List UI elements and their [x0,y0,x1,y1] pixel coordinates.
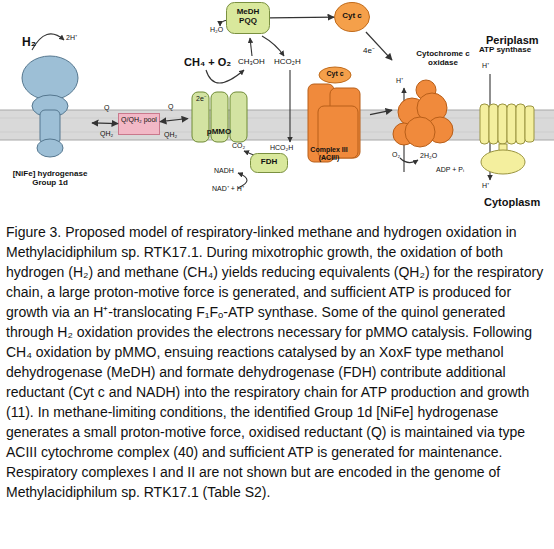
annotation-label: QH₂ [100,130,113,138]
quinone-pool-box: Q/QH₂ pool [118,113,160,135]
node-label: [NiFe] hydrogenase Group 1d [8,170,92,188]
edge-label: 4e⁻ [363,44,375,55]
node-label: FDH [250,158,288,167]
annotation-label: HCO₂H [270,144,293,152]
annotation-label: CO₂ [232,142,245,150]
pmmo-complex: 2e⁻ pMMO [188,86,250,144]
shape-part [230,92,247,142]
membrane-edge [0,110,554,111]
shape-part [335,3,370,32]
shape-part [119,114,160,135]
annotation-label: Q [168,103,173,111]
annotation-label: H⁺ [396,77,403,85]
node-label: Cyt c [315,70,355,78]
electron-flow-arrow [270,17,334,19]
shape-part [227,3,270,34]
annotation-label: H⁺ [482,182,489,190]
reaction-arrow [206,70,244,83]
annotation-label: CH₄ + O₂ [184,56,231,68]
annotation-label: H₂O [210,26,223,34]
node-label: Cytochrome c oxidase [416,50,470,68]
node-label: ATP synthase [474,46,536,55]
annotation-label: 2H₂O [420,152,437,160]
node-label: Q/QH₂ pool [119,116,159,124]
annotation-label: CH₃OH [238,58,265,67]
fdh-enzyme: FDH [250,153,288,173]
annotation-label: Cytoplasm [484,196,540,208]
annotation-label: Periplasm [486,34,539,46]
membrane-texture [0,118,554,119]
annotation-label: H₂ [22,36,36,49]
reaction-arrow [250,38,252,56]
electron-flow-arrow [160,118,188,121]
annotation-label: H⁺ [482,62,489,70]
shape-part [37,139,63,157]
electron-flow-arrow [370,110,392,115]
shape-part [251,154,288,173]
figure-caption: Figure 3. Proposed model of respiratory-… [6,222,548,502]
annotation-label: NADH [214,167,234,175]
node-shape [470,46,536,178]
shape-part [480,104,489,144]
annotation-label: NAD⁺ + H⁺ [212,185,244,193]
medh-enzyme: MeDH PQQ [226,2,270,34]
atp-synthase: ATP synthase [470,46,536,178]
shape-part [489,104,498,144]
shape-part [405,117,435,147]
reaction-arrow [32,34,64,50]
node-label: Cyt c [334,12,370,21]
cytochrome-c-oxidase: Cytochrome c oxidase [392,50,470,154]
annotation-label: 2H⁺ [66,34,77,42]
reaction-arrow [400,158,418,163]
node-sublabel: Complex III (ACIII) [304,146,354,161]
membrane-edge [0,140,554,141]
annotation-label: HCO₂H [274,58,301,67]
node-shape [300,66,370,178]
membrane-band [0,110,554,140]
annotation-label: ADP + Pᵢ [436,166,464,174]
node-label: 2e⁻ [191,95,211,103]
shape-part [22,56,78,100]
hydrogenase-complex: [NiFe] hydrogenase Group 1d [8,48,92,196]
shape-part [516,104,525,144]
annotation-label: QH₂ [164,131,177,139]
shape-part [498,104,507,144]
transport-arrow [289,70,290,142]
membrane-texture [0,132,554,133]
reaction-arrow [262,36,284,56]
shape-part [507,104,516,144]
node-sublabel: pMMO [188,128,250,137]
annotation-label: Q [104,104,109,112]
electron-flow-arrow [92,122,118,124]
annotation-label: O₂ [392,151,400,159]
cytochrome-c-carrier: Cyt c [334,2,370,32]
node-label: MeDH PQQ [230,8,266,26]
shape-part [525,106,534,142]
complex-iii: Cyt c Complex III (ACIII) [300,66,370,178]
shape-part [481,150,525,174]
